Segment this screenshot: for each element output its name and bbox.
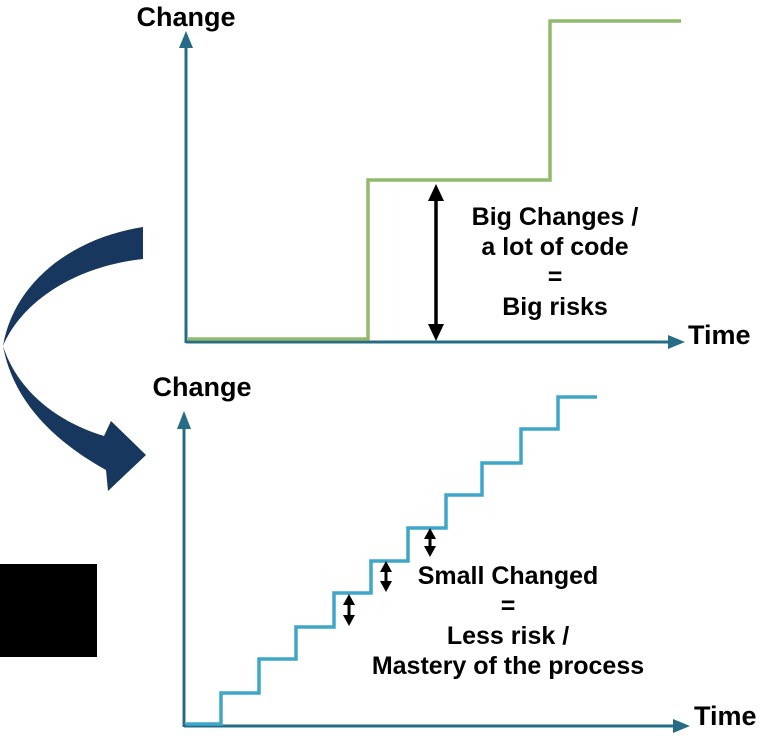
top-x-axis-label: Time <box>688 320 751 350</box>
top-chart <box>179 19 685 349</box>
top-chart-annotation: Big Changes / a lot of code = Big risks <box>430 202 680 322</box>
annotation-line: Big risks <box>502 293 608 321</box>
curved-connector-arrow-icon <box>3 227 146 491</box>
bottom-x-axis-label: Time <box>694 701 757 731</box>
black-box <box>0 564 97 657</box>
annotation-line: = <box>547 263 563 291</box>
staircase-step-line <box>186 395 597 726</box>
top-y-axis-arrowhead-icon <box>179 31 193 48</box>
annotation-line: Big Changes / <box>471 203 639 231</box>
small-gap-arrow-2-icon <box>380 561 392 592</box>
bottom-chart-annotation: Small Changed = Less risk / Mastery of t… <box>358 561 658 681</box>
small-gap-arrow-3-icon <box>424 528 436 557</box>
bottom-chart <box>177 395 690 733</box>
annotation-line: Mastery of the process <box>371 652 645 680</box>
annotation-line: Small Changed <box>417 562 599 590</box>
annotation-line: Less risk / <box>446 622 570 650</box>
bottom-y-axis-arrowhead-icon <box>177 411 191 429</box>
annotation-line: a lot of code <box>481 233 629 261</box>
big-step-line <box>188 19 681 341</box>
top-y-axis-label: Change <box>136 2 236 32</box>
small-gap-arrow-1-icon <box>343 594 355 626</box>
bottom-y-axis-label: Change <box>152 372 252 402</box>
top-x-axis-arrowhead-icon <box>668 335 685 349</box>
bottom-x-axis-arrowhead-icon <box>673 719 690 733</box>
big-gap-arrow-icon <box>428 184 444 341</box>
annotation-line: = <box>500 592 516 620</box>
